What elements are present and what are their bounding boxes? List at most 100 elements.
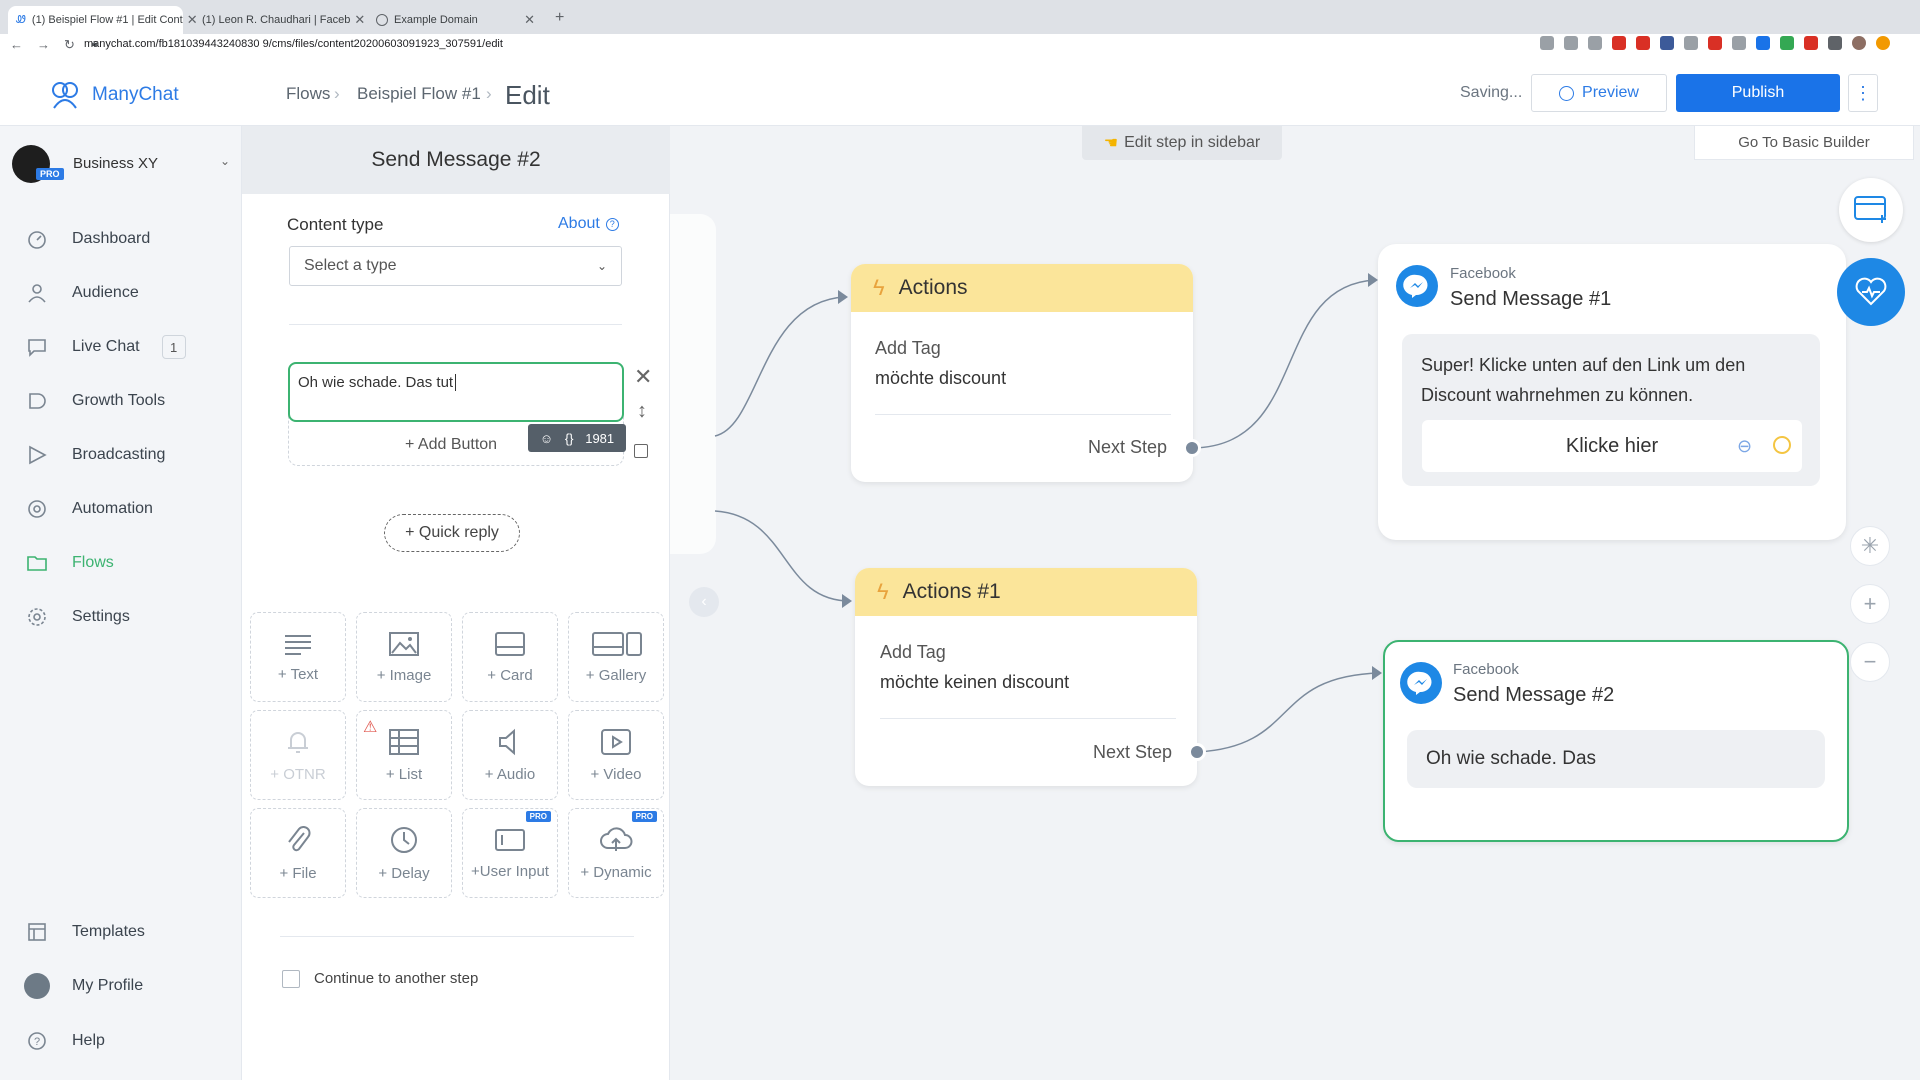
hidden-node-edge bbox=[670, 214, 716, 554]
zoom-out-icon[interactable]: − bbox=[1850, 642, 1890, 682]
next-step-connector[interactable] bbox=[1188, 743, 1206, 761]
translate-icon[interactable] bbox=[1540, 36, 1554, 50]
duplicate-icon[interactable] bbox=[634, 444, 648, 458]
zoom-icon[interactable] bbox=[1564, 36, 1578, 50]
close-tab-icon[interactable]: ✕ bbox=[354, 12, 366, 27]
add-audio-block[interactable]: + Audio bbox=[462, 710, 558, 800]
emoji-icon[interactable]: ☺ bbox=[539, 430, 554, 446]
action-type: Add Tag bbox=[880, 642, 946, 662]
update-icon[interactable] bbox=[1876, 36, 1890, 50]
clock-icon bbox=[391, 826, 417, 853]
close-tab-icon[interactable]: ✕ bbox=[524, 12, 535, 27]
preview-label: Preview bbox=[1582, 84, 1639, 101]
sidebar-item-label: Audience bbox=[72, 284, 139, 301]
edit-hint: ☚ Edit step in sidebar bbox=[1082, 126, 1282, 160]
node-title: Actions #1 bbox=[902, 580, 1001, 603]
sidebar-item-automation[interactable]: Automation bbox=[22, 489, 232, 529]
add-delay-block[interactable]: + Delay bbox=[356, 808, 452, 898]
sidebar-item-dashboard[interactable]: Dashboard bbox=[22, 219, 232, 259]
close-tab-icon[interactable]: ✕ bbox=[186, 12, 198, 27]
extension-icon[interactable] bbox=[1660, 36, 1674, 50]
breadcrumb-flows[interactable]: Flows bbox=[286, 84, 331, 103]
message-button[interactable]: Klicke hier bbox=[1422, 420, 1802, 472]
sidebar-item-my-profile[interactable]: My Profile bbox=[22, 966, 232, 1006]
go-basic-builder-button[interactable]: Go To Basic Builder bbox=[1694, 126, 1914, 160]
next-step-connector[interactable] bbox=[1183, 439, 1201, 457]
add-video-block[interactable]: + Video bbox=[568, 710, 664, 800]
add-button-link[interactable]: + Add Button bbox=[405, 436, 498, 453]
tab-title: (1) Beispiel Flow #1 | Edit Cont bbox=[31, 14, 183, 26]
quick-reply-button[interactable]: + Quick reply bbox=[384, 514, 520, 552]
about-link[interactable]: About ? bbox=[558, 215, 619, 233]
forward-icon[interactable]: → bbox=[37, 37, 50, 52]
collapse-panel-icon[interactable]: ‹ bbox=[689, 587, 719, 617]
close-icon[interactable]: ✕ bbox=[634, 364, 653, 389]
add-user-input-block[interactable]: PRO +User Input bbox=[462, 808, 558, 898]
new-tab-icon[interactable]: + bbox=[555, 9, 565, 26]
add-image-block[interactable]: + Image bbox=[356, 612, 452, 702]
variables-icon[interactable]: {} bbox=[564, 430, 574, 446]
star-icon[interactable] bbox=[1588, 36, 1602, 50]
sidebar-item-settings[interactable]: Settings bbox=[22, 597, 232, 637]
breadcrumb-separator-icon: › bbox=[334, 84, 340, 103]
extension-icon[interactable] bbox=[1828, 36, 1842, 50]
node-title: Actions bbox=[898, 276, 968, 299]
account-name[interactable]: Business XY bbox=[73, 155, 159, 172]
actions-node[interactable]: ϟ Actions #1 bbox=[855, 568, 1197, 786]
block-label: + List bbox=[385, 765, 423, 783]
sidebar-item-live-chat[interactable]: Live Chat 1 bbox=[22, 327, 232, 367]
continue-checkbox[interactable] bbox=[282, 970, 300, 988]
button-connector[interactable] bbox=[1773, 436, 1791, 454]
automation-icon bbox=[22, 494, 52, 524]
manychat-logo[interactable]: ManyChat bbox=[48, 78, 179, 112]
add-list-block[interactable]: ⚠ + List bbox=[356, 710, 452, 800]
text-cursor bbox=[455, 374, 457, 391]
add-file-block[interactable]: + File bbox=[250, 808, 346, 898]
sidebar-item-audience[interactable]: Audience bbox=[22, 273, 232, 313]
extension-icon[interactable] bbox=[1756, 36, 1770, 50]
extension-icon[interactable] bbox=[1780, 36, 1794, 50]
back-icon[interactable]: ← bbox=[10, 37, 23, 52]
profile-avatar-icon[interactable] bbox=[1852, 36, 1866, 50]
preview-button[interactable]: Preview bbox=[1531, 74, 1667, 112]
drag-handle-icon[interactable]: ↕ bbox=[637, 400, 647, 422]
extension-icon[interactable] bbox=[1636, 36, 1650, 50]
sidebar-item-growth-tools[interactable]: Growth Tools bbox=[22, 381, 232, 421]
message-bubble: Oh wie schade. Das bbox=[1407, 730, 1825, 788]
divider bbox=[289, 324, 622, 325]
add-text-block[interactable]: + Text bbox=[250, 612, 346, 702]
extension-icon[interactable] bbox=[1684, 36, 1698, 50]
extension-icon[interactable] bbox=[1708, 36, 1722, 50]
sidebar-item-templates[interactable]: Templates bbox=[22, 912, 232, 952]
health-check-button[interactable] bbox=[1837, 258, 1905, 326]
more-options-icon[interactable]: ⋮ bbox=[1848, 74, 1878, 112]
sidebar-item-help[interactable]: ? Help bbox=[22, 1021, 232, 1061]
zoom-in-icon[interactable]: + bbox=[1850, 584, 1890, 624]
magic-wand-icon[interactable]: ✳ bbox=[1850, 526, 1890, 566]
extension-icon[interactable] bbox=[1732, 36, 1746, 50]
add-gallery-block[interactable]: + Gallery bbox=[568, 612, 664, 702]
add-dynamic-block[interactable]: PRO + Dynamic bbox=[568, 808, 664, 898]
actions-node[interactable]: ϟ Actions bbox=[851, 264, 1193, 482]
browser-tab[interactable]: (1) Leon R. Chaudhari | Faceb ✕ bbox=[188, 6, 366, 34]
sidebar-item-broadcasting[interactable]: Broadcasting bbox=[22, 435, 232, 475]
add-step-button[interactable] bbox=[1839, 178, 1903, 242]
browser-tab[interactable]: Example Domain ✕ bbox=[368, 6, 543, 34]
unread-count-badge: 1 bbox=[161, 335, 186, 359]
extension-icon[interactable] bbox=[1612, 36, 1626, 50]
add-otnr-block[interactable]: + OTNR bbox=[250, 710, 346, 800]
address-bar[interactable]: manychat.com/fb181039443240830 9/cms/fil… bbox=[84, 38, 503, 50]
reload-icon[interactable]: ↻ bbox=[64, 37, 75, 52]
action-value: möchte discount bbox=[875, 368, 1007, 388]
add-card-block[interactable]: + Card bbox=[462, 612, 558, 702]
chevron-down-icon[interactable]: ⌄ bbox=[220, 154, 231, 168]
extension-icon[interactable] bbox=[1804, 36, 1818, 50]
message-text-input[interactable]: Oh wie schade. Das tut bbox=[288, 362, 624, 422]
message-text: Super! Klicke unten auf den Link um den … bbox=[1421, 355, 1746, 405]
sidebar-item-label: Settings bbox=[72, 608, 130, 625]
content-type-select[interactable]: Select a type ⌄ bbox=[289, 246, 622, 286]
publish-button[interactable]: Publish bbox=[1676, 74, 1840, 112]
browser-tab-active[interactable]: Ꮺ (1) Beispiel Flow #1 | Edit Cont ✕ bbox=[8, 6, 198, 34]
breadcrumb-flow-name[interactable]: Beispiel Flow #1 bbox=[357, 84, 481, 103]
sidebar-item-flows[interactable]: Flows bbox=[22, 543, 232, 583]
